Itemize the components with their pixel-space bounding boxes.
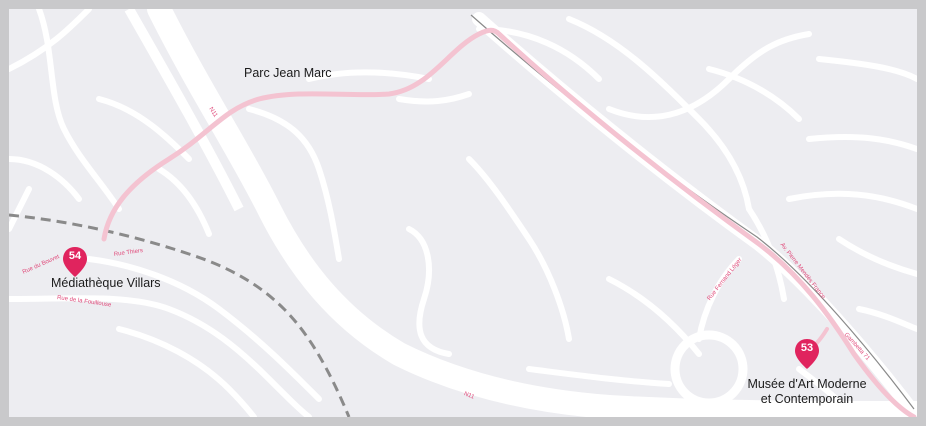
railway-line (9, 213, 351, 417)
walking-route (101, 27, 917, 417)
musee-label[interactable]: Musée d'Art Moderne et Contemporain (737, 377, 877, 407)
marker-number: 54 (68, 250, 82, 262)
map-marker-53[interactable]: 53 (795, 339, 819, 369)
marker-53-shape (795, 339, 819, 369)
motorway (147, 9, 917, 417)
map-marker-54[interactable]: 54 (63, 247, 87, 277)
marker-54-shape (63, 247, 87, 277)
map-canvas[interactable]: 54 53 Parc Jean Marc Médiathèque Villars… (9, 9, 917, 417)
musee-label-line2: et Contemporain (760, 392, 854, 406)
park-label: Parc Jean Marc (244, 66, 332, 80)
musee-label-line1: Musée d'Art Moderne (747, 377, 867, 391)
road-network (9, 9, 917, 417)
marker-number: 53 (800, 342, 814, 354)
mediatheque-label[interactable]: Médiathèque Villars (51, 276, 161, 290)
map-layer (9, 9, 917, 417)
roundabout (670, 330, 748, 408)
